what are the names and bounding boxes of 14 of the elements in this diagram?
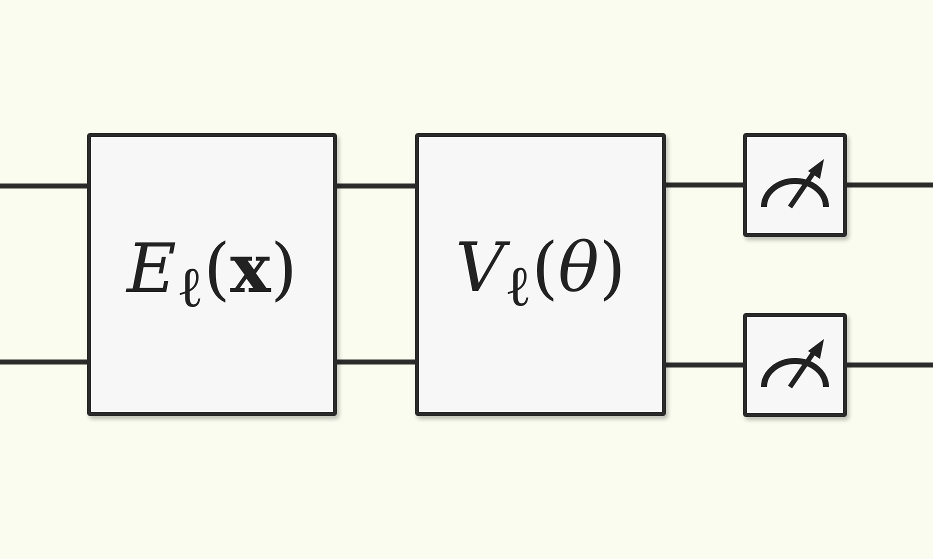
wire — [0, 360, 87, 364]
wire — [847, 362, 933, 368]
wire — [847, 182, 933, 188]
wire — [337, 184, 415, 188]
wire — [0, 184, 87, 188]
measurement-box — [743, 133, 847, 237]
gate-box — [415, 133, 666, 416]
wire — [666, 182, 743, 188]
gate-box — [87, 133, 337, 416]
gate-label: V$_{ℓ}$(θ) — [455, 229, 626, 320]
wire — [337, 360, 415, 364]
wire — [666, 362, 743, 368]
gate-label: E$_{ℓ}$(x) — [126, 228, 298, 320]
measurement-box — [743, 313, 847, 417]
